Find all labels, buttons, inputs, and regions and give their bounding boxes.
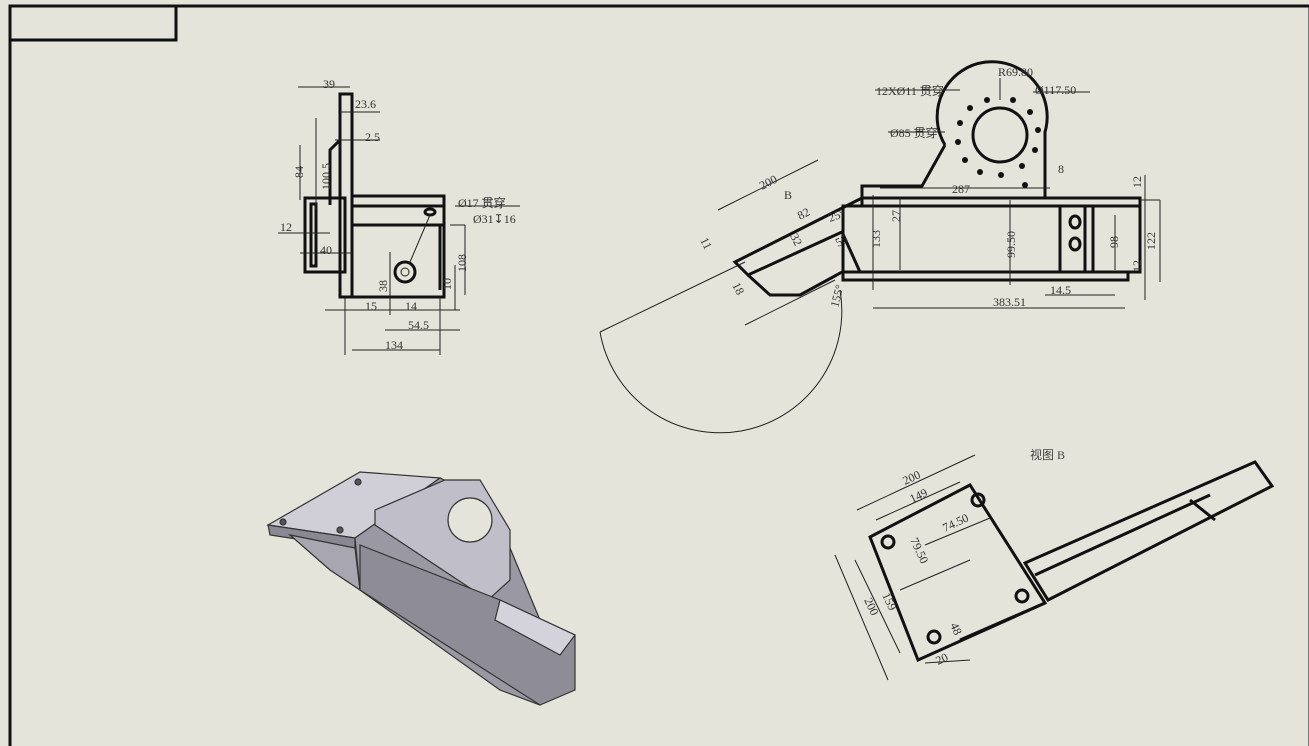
view-b-title: 视图 B	[1030, 447, 1065, 462]
dim-8: 8	[1058, 162, 1064, 176]
view-b: 视图 B 200 149 74.50 79.50 159 200 48 20	[834, 447, 1275, 681]
dim-122: 122	[1144, 232, 1158, 250]
isometric-view	[266, 471, 576, 706]
dim-39: 39	[323, 77, 335, 91]
hole-callout-17: Ø17 贯穿	[458, 195, 506, 210]
dim-b-79-50: 79.50	[907, 535, 931, 565]
dim-b-74-50: 74.50	[940, 511, 970, 535]
dim-23-6: 23.6	[355, 97, 376, 111]
dim-2-5: 2.5	[365, 130, 380, 144]
hole-pattern-callout: 12XØ11 贯穿	[876, 83, 944, 98]
dim-32: 32	[787, 231, 805, 248]
dim-99-50: 99.50	[1004, 231, 1018, 258]
dim-b-200-top: 200	[900, 467, 922, 487]
front-view: 39 23.6 2.5 84 100.5 12 40 38 15 14 54.5…	[278, 77, 520, 355]
dim-12-bottom: 12	[1130, 260, 1144, 272]
dim-200: 200	[757, 172, 779, 193]
dim-b-200-side: 200	[861, 595, 881, 617]
dim-133: 133	[869, 230, 883, 248]
dim-287: 287	[952, 182, 970, 196]
dim-25deg: 25°	[826, 206, 847, 225]
dim-b-48: 48	[947, 620, 965, 637]
hole-callout-31: Ø31↧16	[473, 212, 516, 226]
dim-b-149: 149	[907, 485, 929, 505]
bore-callout: Ø85 贯穿	[890, 125, 938, 140]
dim-84: 84	[292, 166, 306, 178]
dim-40: 40	[320, 243, 332, 257]
side-view: R69.80 Ø117.50 8 287 200 B 82 25° 27 133…	[599, 60, 1161, 434]
dim-54-5: 54.5	[408, 318, 429, 332]
dim-15: 15	[365, 299, 377, 313]
dim-14-5: 14.5	[1050, 283, 1071, 297]
dim-98: 98	[1107, 236, 1121, 248]
dim-134: 134	[385, 338, 403, 352]
dim-108: 108	[455, 254, 469, 272]
sheet-border	[8, 4, 1309, 746]
dim-18: 18	[729, 280, 747, 297]
view-b-marker: B	[784, 188, 792, 202]
dim-r69-80: R69.80	[998, 65, 1033, 79]
dim-12: 12	[280, 220, 292, 234]
dim-14: 14	[405, 299, 417, 313]
dim-12-top: 12	[1130, 176, 1144, 188]
dim-b-20: 20	[933, 650, 950, 668]
dim-100-5: 100.5	[319, 163, 333, 190]
dim-155deg: 155°	[827, 283, 846, 309]
dim-38: 38	[376, 280, 390, 292]
counterbore-hole	[393, 260, 417, 284]
dim-11: 11	[697, 235, 715, 252]
dim-27: 27	[889, 210, 903, 222]
dim-b-159: 159	[879, 590, 899, 612]
dim-d117-50: Ø117.50	[1035, 83, 1076, 97]
dim-10: 10	[440, 278, 454, 290]
dim-383-51: 383.51	[993, 295, 1026, 309]
dim-82: 82	[795, 205, 812, 223]
bolt-circle	[955, 97, 1041, 188]
dim-55: 55	[833, 232, 850, 250]
bore-circle	[971, 106, 1029, 164]
